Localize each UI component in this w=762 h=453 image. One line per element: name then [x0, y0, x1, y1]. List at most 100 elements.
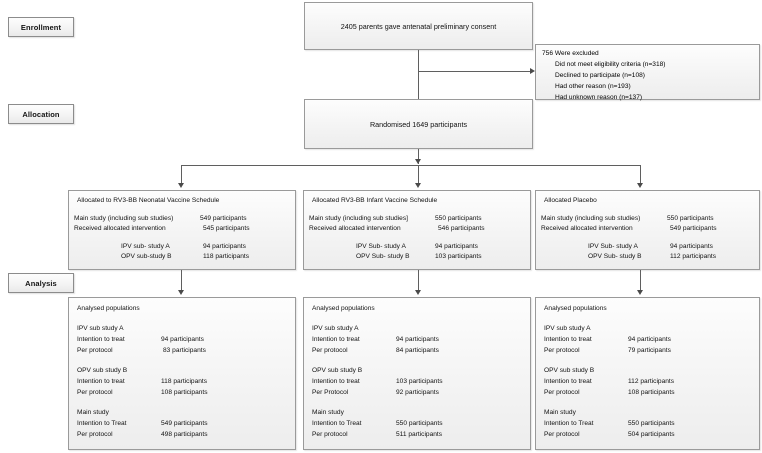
- allocation-row-label: Received allocated intervention: [541, 225, 633, 232]
- connector-analysis-placebo: [640, 270, 642, 292]
- connector-split-bar: [181, 165, 640, 166]
- allocation-row-label: Main study (including sub studies): [541, 215, 641, 222]
- connector-branch-infant-arrowhead: [414, 183, 421, 188]
- analysis-row-value: 504 participants: [628, 431, 675, 438]
- allocation-substudy-label: IPV Sub- study A: [588, 243, 638, 250]
- stage-label-enrollment: Enrollment: [8, 17, 74, 37]
- randomised-box: Randomised 1649 participants: [304, 99, 533, 149]
- connector-branch-neonatal: [181, 165, 182, 185]
- excluded-reason: Had other reason (n=193): [555, 83, 631, 90]
- excluded-reason: Declined to participate (n=108): [555, 72, 645, 79]
- analysis-row-value: 94 participants: [628, 336, 671, 343]
- allocation-heading: Allocated Placebo: [544, 197, 597, 204]
- analysis-group-name: IPV sub study A: [544, 325, 591, 332]
- analysis-row-value: 84 participants: [396, 347, 439, 354]
- analysis-row-value: 79 participants: [628, 347, 671, 354]
- allocation-row-value: 550 participants: [435, 215, 482, 222]
- connector-analysis-placebo-arrowhead: [636, 290, 643, 295]
- allocation-substudy-value: 112 participants: [670, 253, 717, 260]
- allocation-row-label: Main study (including sub studies]: [309, 215, 408, 222]
- analysis-row-value: 83 participants: [163, 347, 206, 354]
- allocation-row-value: 550 participants: [667, 215, 714, 222]
- connector-analysis-neonatal-arrowhead: [177, 290, 184, 295]
- analysis-row-label: Per protocol: [312, 347, 348, 354]
- stage-label-analysis-text: Analysis: [25, 278, 57, 288]
- consent-text: 2405 parents gave antenatal preliminary …: [340, 22, 497, 31]
- allocation-substudy-value: 118 participants: [203, 253, 250, 260]
- allocation-box-infant: Allocated RV3-BB Infant Vaccine Schedule…: [303, 190, 531, 270]
- allocation-substudy-label: OPV Sub- study B: [588, 253, 642, 260]
- analysis-row-label: Intention to Treat: [312, 420, 362, 427]
- connector-excluded-horizontal: [418, 71, 530, 72]
- analysis-group-name: IPV sub study A: [312, 325, 359, 332]
- analysis-group-name: OPV sub study B: [77, 367, 128, 374]
- allocation-substudy-label: IPV Sub- study A: [356, 243, 406, 250]
- analysis-row-label: Per protocol: [312, 431, 348, 438]
- analysis-row-value: 108 participants: [628, 389, 675, 396]
- analysis-row-label: Per Protocol: [312, 389, 349, 396]
- analysis-heading: Analysed populations: [544, 305, 607, 312]
- allocation-row-value: 549 participants: [200, 215, 247, 222]
- allocation-row-value: 545 participants: [203, 225, 250, 232]
- excluded-reason: Did not meet eligibility criteria (n=318…: [555, 61, 666, 68]
- connector-consent-vertical: [418, 50, 419, 99]
- allocation-substudy-value: 94 participants: [203, 243, 246, 250]
- analysis-group-name: OPV sub study B: [312, 367, 363, 374]
- analysis-row-value: 92 participants: [396, 389, 439, 396]
- connector-randomised-stem: [418, 149, 420, 164]
- analysis-row-value: 550 participants: [396, 420, 443, 427]
- analysis-row-label: Per protocol: [77, 347, 113, 354]
- allocation-heading: Allocated to RV3-BB Neonatal Vaccine Sch…: [77, 197, 220, 204]
- analysis-row-label: Intention to treat: [312, 336, 360, 343]
- allocation-row-value: 549 participants: [670, 225, 717, 232]
- stage-label-enrollment-text: Enrollment: [20, 22, 62, 32]
- analysis-row-label: Intention to Treat: [77, 420, 127, 427]
- analysis-row-label: Intention to treat: [312, 378, 360, 385]
- allocation-substudy-label: IPV sub- study A: [121, 243, 170, 250]
- randomised-text: Randomised 1649 participants: [369, 120, 468, 129]
- allocation-row-label: Main study (including sub studies): [74, 215, 174, 222]
- allocation-substudy-value: 94 participants: [670, 243, 713, 250]
- allocation-box-neonatal: Allocated to RV3-BB Neonatal Vaccine Sch…: [68, 190, 296, 270]
- connector-analysis-infant-arrowhead: [414, 290, 421, 295]
- allocation-substudy-label: OPV Sub- study B: [356, 253, 410, 260]
- allocation-box-placebo: Allocated Placebo Main study (including …: [535, 190, 760, 270]
- analysis-row-label: Intention to treat: [544, 336, 592, 343]
- analysis-row-label: Per protocol: [77, 431, 113, 438]
- analysis-row-value: 103 participants: [396, 378, 443, 385]
- analysis-row-value: 511 participants: [396, 431, 443, 438]
- analysis-row-value: 550 participants: [628, 420, 675, 427]
- analysis-group-name: IPV sub study A: [77, 325, 124, 332]
- analysis-row-label: Intention to Treat: [544, 420, 594, 427]
- analysis-group-name: Main study: [544, 409, 576, 416]
- connector-analysis-infant: [418, 270, 420, 292]
- analysis-row-label: Intention to treat: [77, 336, 125, 343]
- connector-branch-neonatal-arrowhead: [177, 183, 184, 188]
- analysis-group-name: Main study: [77, 409, 109, 416]
- analysis-group-name: Main study: [312, 409, 344, 416]
- analysis-row-value: 498 participants: [161, 431, 208, 438]
- connector-branch-infant: [418, 165, 419, 185]
- allocation-row-value: 546 participants: [438, 225, 485, 232]
- connector-excluded-arrowhead: [530, 67, 535, 74]
- connector-randomised-arrowhead: [414, 159, 421, 164]
- allocation-heading: Allocated RV3-BB Infant Vaccine Schedule: [312, 197, 438, 204]
- allocation-substudy-label: OPV sub-study B: [121, 253, 172, 260]
- connector-branch-placebo-arrowhead: [636, 183, 643, 188]
- consent-box: 2405 parents gave antenatal preliminary …: [304, 2, 533, 50]
- analysis-row-label: Per protocol: [544, 347, 580, 354]
- analysis-heading: Analysed populations: [77, 305, 140, 312]
- connector-analysis-neonatal: [181, 270, 183, 292]
- analysis-row-label: Per protocol: [544, 389, 580, 396]
- analysis-box-infant: Analysed populations IPV sub study A Int…: [303, 297, 531, 450]
- analysis-row-value: 118 participants: [161, 378, 208, 385]
- allocation-substudy-value: 94 participants: [435, 243, 478, 250]
- analysis-row-value: 108 participants: [161, 389, 208, 396]
- analysis-heading: Analysed populations: [312, 305, 375, 312]
- allocation-row-label: Received allocated intervention: [309, 225, 401, 232]
- analysis-row-value: 94 participants: [396, 336, 439, 343]
- analysis-row-label: Per protocol: [544, 431, 580, 438]
- stage-label-analysis: Analysis: [8, 273, 74, 293]
- analysis-row-label: Intention to treat: [77, 378, 125, 385]
- analysis-row-value: 112 participants: [628, 378, 675, 385]
